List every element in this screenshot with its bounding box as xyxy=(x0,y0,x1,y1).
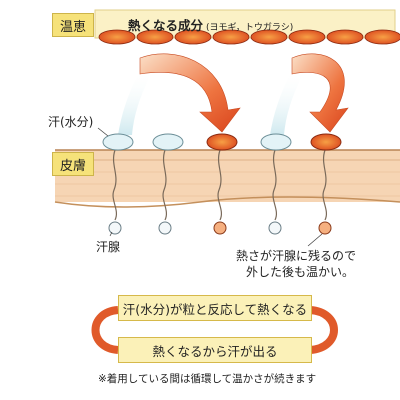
heat-particle xyxy=(250,29,288,45)
sweat-label: 汗(水分) xyxy=(48,115,94,129)
heat-particle xyxy=(326,29,364,45)
gland-bulb xyxy=(213,221,227,235)
gland-duct xyxy=(322,149,327,221)
top-heading-main: 熱くなる成分 xyxy=(128,18,204,33)
vapor-trail xyxy=(270,70,304,135)
skin-layer xyxy=(54,149,400,208)
cycle-box-top: 汗(水分)が粒と反応して熱くなる xyxy=(118,295,312,321)
gland-label: 汗腺 xyxy=(96,240,121,254)
skin-label: 皮膚 xyxy=(52,152,94,176)
heat-particle xyxy=(288,29,326,45)
gland-duct xyxy=(272,149,277,221)
note-line2: 外した後も温かい。 xyxy=(246,265,355,279)
heat-particle xyxy=(364,29,400,45)
heat-arrow xyxy=(291,53,349,133)
sweat-droplet xyxy=(102,133,134,151)
top-label: 温恵 xyxy=(52,13,94,37)
cycle-box-bottom: 熱くなるから汗が出る xyxy=(118,337,312,363)
gland-leader xyxy=(109,231,113,237)
sweat-leader xyxy=(97,127,109,137)
heat-arrow xyxy=(139,53,241,133)
heat-particle xyxy=(174,29,212,45)
sweat-droplet xyxy=(260,133,292,151)
gland-bulb xyxy=(318,221,332,235)
gland-bulb xyxy=(158,221,172,235)
gland-duct xyxy=(217,149,222,221)
gland-bulb xyxy=(268,221,282,235)
heated-droplet xyxy=(310,133,342,151)
note-line1: 熱さが汗腺に残るので xyxy=(236,249,357,263)
heat-particle xyxy=(136,29,174,45)
heat-particle xyxy=(98,29,136,45)
top-heading: 熱くなる成分(ヨモギ，トウガラシ) xyxy=(128,15,293,34)
gland-duct xyxy=(162,149,167,221)
heated-droplet xyxy=(206,133,238,151)
note-leader xyxy=(307,233,323,247)
cycle-arrow-right xyxy=(309,306,338,354)
heat-particle xyxy=(212,29,250,45)
top-heading-sub: (ヨモギ，トウガラシ) xyxy=(206,23,294,33)
cycle-arrow-left xyxy=(91,306,119,354)
gland-bulb xyxy=(108,221,122,235)
top-strip xyxy=(94,9,400,45)
footnote: ※着用している間は循環して温かさが続きます xyxy=(98,373,317,385)
sweat-droplet xyxy=(152,133,184,151)
vapor-trail xyxy=(118,70,152,135)
gland-duct xyxy=(112,149,117,221)
